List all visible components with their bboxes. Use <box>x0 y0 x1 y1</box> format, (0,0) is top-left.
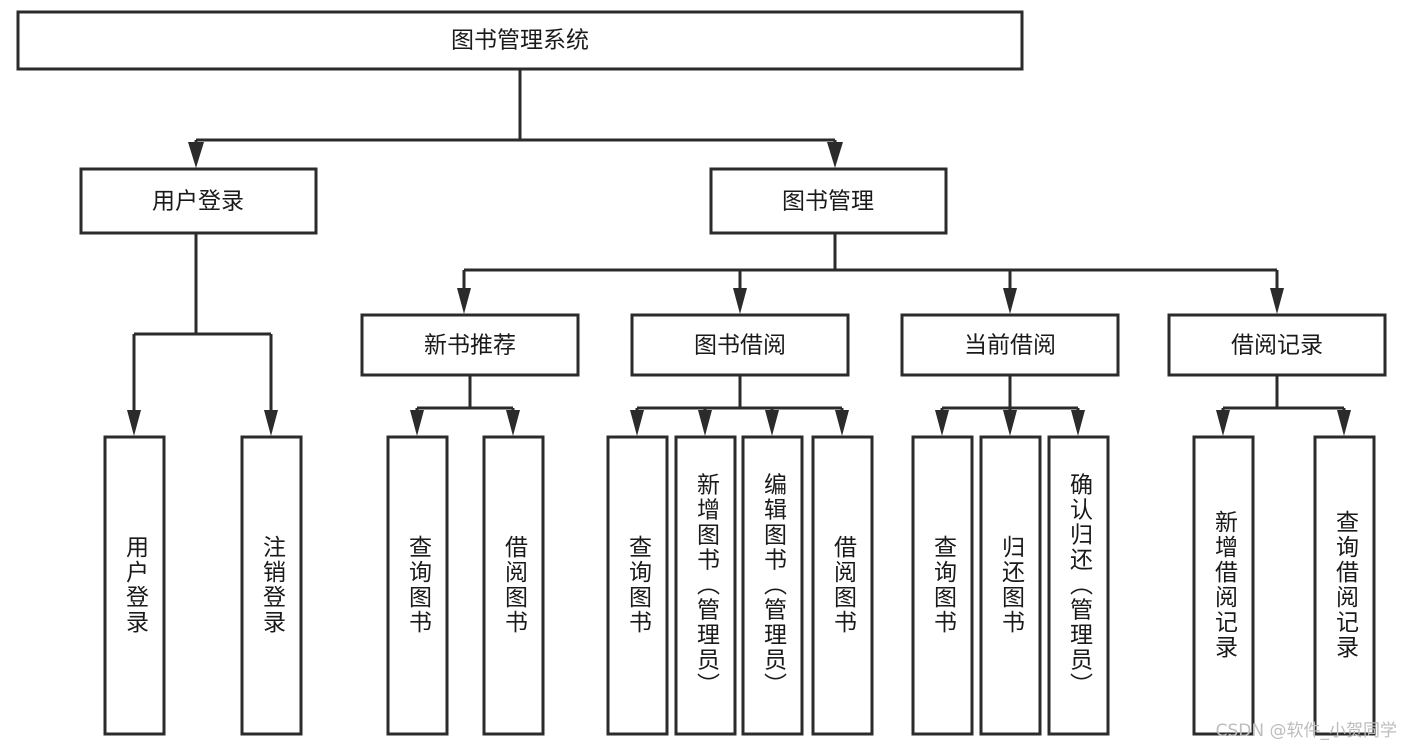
node-leaf-borrow-book-2-box[interactable] <box>811 435 874 736</box>
node-leaf-confirm-return-box[interactable] <box>1047 435 1110 736</box>
arrow-head-record <box>1270 288 1284 314</box>
node-leaf-query-book-1-box[interactable] <box>386 435 449 736</box>
edge-group-root <box>188 69 843 168</box>
node-borrow[interactable]: 图书借阅 <box>630 313 850 377</box>
node-leaf-query-book-3-label: 查询图书 <box>930 535 958 635</box>
node-current[interactable]: 当前借阅 <box>900 313 1120 377</box>
node-leaf-logout-label: 注销登录 <box>259 535 287 635</box>
node-new-book[interactable]: 新书推荐 <box>360 313 580 377</box>
node-record-box[interactable] <box>1167 313 1387 377</box>
node-leaf-query-book-3-box[interactable] <box>911 435 974 736</box>
node-leaf-user-login-label: 用户登录 <box>122 535 150 635</box>
node-leaf-add-record[interactable]: 新增借阅记录 <box>1192 435 1255 736</box>
node-root-box[interactable] <box>16 10 1024 71</box>
node-leaf-query-record[interactable]: 查询借阅记录 <box>1313 435 1376 736</box>
node-current-label: 当前借阅 <box>964 333 1056 359</box>
node-leaf-confirm-return-label: 确认归还（管理员） <box>1066 473 1094 698</box>
edge-group-borrow <box>630 376 849 436</box>
arrow-head-borrow <box>733 288 747 314</box>
node-leaf-query-record-label: 查询借阅记录 <box>1332 510 1360 660</box>
node-record-label: 借阅记录 <box>1231 333 1323 359</box>
node-leaf-query-book-2-box[interactable] <box>606 435 669 736</box>
edge-group-book-manage <box>457 234 1284 314</box>
node-leaf-query-record-box[interactable] <box>1313 435 1376 736</box>
node-leaf-add-record-label: 新增借阅记录 <box>1211 510 1239 660</box>
node-book-manage-box[interactable] <box>709 167 948 235</box>
node-user-login-label: 用户登录 <box>152 189 244 215</box>
node-book-manage[interactable]: 图书管理 <box>709 167 948 235</box>
arrow-head-leaf-add-record <box>1216 410 1230 436</box>
node-user-login-box[interactable] <box>79 167 318 235</box>
node-leaf-edit-book[interactable]: 编辑图书（管理员） <box>741 435 804 736</box>
arrow-head-leaf-query-record <box>1337 410 1351 436</box>
arrow-head-current <box>1003 288 1017 314</box>
edge-group-new-book <box>410 376 520 436</box>
node-leaf-add-book-label: 新增图书（管理员） <box>693 473 721 698</box>
node-leaf-edit-book-label: 编辑图书（管理员） <box>760 473 788 698</box>
arrow-head-leaf-borrow-1 <box>506 410 520 436</box>
node-leaf-borrow-book-2[interactable]: 借阅图书 <box>811 435 874 736</box>
node-leaf-add-record-box[interactable] <box>1192 435 1255 736</box>
node-root[interactable]: 图书管理系统 <box>16 10 1024 71</box>
arrow-head-leaf-query-1 <box>410 410 424 436</box>
node-leaf-logout[interactable]: 注销登录 <box>240 435 303 736</box>
arrow-head-user-login <box>188 142 204 168</box>
node-leaf-query-book-2-label: 查询图书 <box>625 535 653 635</box>
arrow-head-leaf-add-book <box>698 410 712 436</box>
arrow-head-leaf-logout <box>264 410 278 436</box>
arrow-head-leaf-user-login <box>127 410 141 436</box>
node-leaf-return-book-box[interactable] <box>979 435 1042 736</box>
node-borrow-label: 图书借阅 <box>694 333 786 359</box>
node-record[interactable]: 借阅记录 <box>1167 313 1387 377</box>
arrow-head-book-manage <box>827 142 843 168</box>
node-new-book-box[interactable] <box>360 313 580 377</box>
node-leaf-user-login-box[interactable] <box>103 435 166 736</box>
node-leaf-borrow-book-1[interactable]: 借阅图书 <box>482 435 545 736</box>
arrow-head-new-book <box>457 288 471 314</box>
arrow-head-leaf-confirm-return <box>1071 410 1085 436</box>
node-user-login[interactable]: 用户登录 <box>79 167 318 235</box>
node-leaf-confirm-return[interactable]: 确认归还（管理员） <box>1047 435 1110 736</box>
node-leaf-query-book-1[interactable]: 查询图书 <box>386 435 449 736</box>
edge-group-user-login <box>127 234 278 436</box>
node-leaf-query-book-1-label: 查询图书 <box>405 535 433 635</box>
node-book-manage-label: 图书管理 <box>782 189 874 215</box>
node-leaf-return-book-label: 归还图书 <box>998 535 1026 635</box>
node-leaf-borrow-book-1-label: 借阅图书 <box>501 535 529 635</box>
node-leaf-query-book-3[interactable]: 查询图书 <box>911 435 974 736</box>
node-leaf-logout-box[interactable] <box>240 435 303 736</box>
node-leaf-borrow-book-1-box[interactable] <box>482 435 545 736</box>
node-leaf-return-book[interactable]: 归还图书 <box>979 435 1042 736</box>
node-current-box[interactable] <box>900 313 1120 377</box>
node-new-book-label: 新书推荐 <box>424 333 516 359</box>
node-borrow-box[interactable] <box>630 313 850 377</box>
node-leaf-add-book-box[interactable] <box>674 435 737 736</box>
arrow-head-leaf-borrow-2 <box>835 410 849 436</box>
arrow-head-leaf-return-book <box>1003 410 1017 436</box>
node-root-label: 图书管理系统 <box>451 28 589 54</box>
node-leaf-user-login[interactable]: 用户登录 <box>103 435 166 736</box>
node-leaf-query-book-2[interactable]: 查询图书 <box>606 435 669 736</box>
node-leaf-borrow-book-2-label: 借阅图书 <box>830 535 858 635</box>
edge-group-current <box>935 376 1085 436</box>
node-leaf-add-book[interactable]: 新增图书（管理员） <box>674 435 737 736</box>
edge-group-record <box>1216 376 1351 436</box>
arrow-head-leaf-query-2 <box>630 410 644 436</box>
arrow-head-leaf-query-3 <box>935 410 949 436</box>
arrow-head-leaf-edit-book <box>765 410 779 436</box>
node-leaf-edit-book-box[interactable] <box>741 435 804 736</box>
